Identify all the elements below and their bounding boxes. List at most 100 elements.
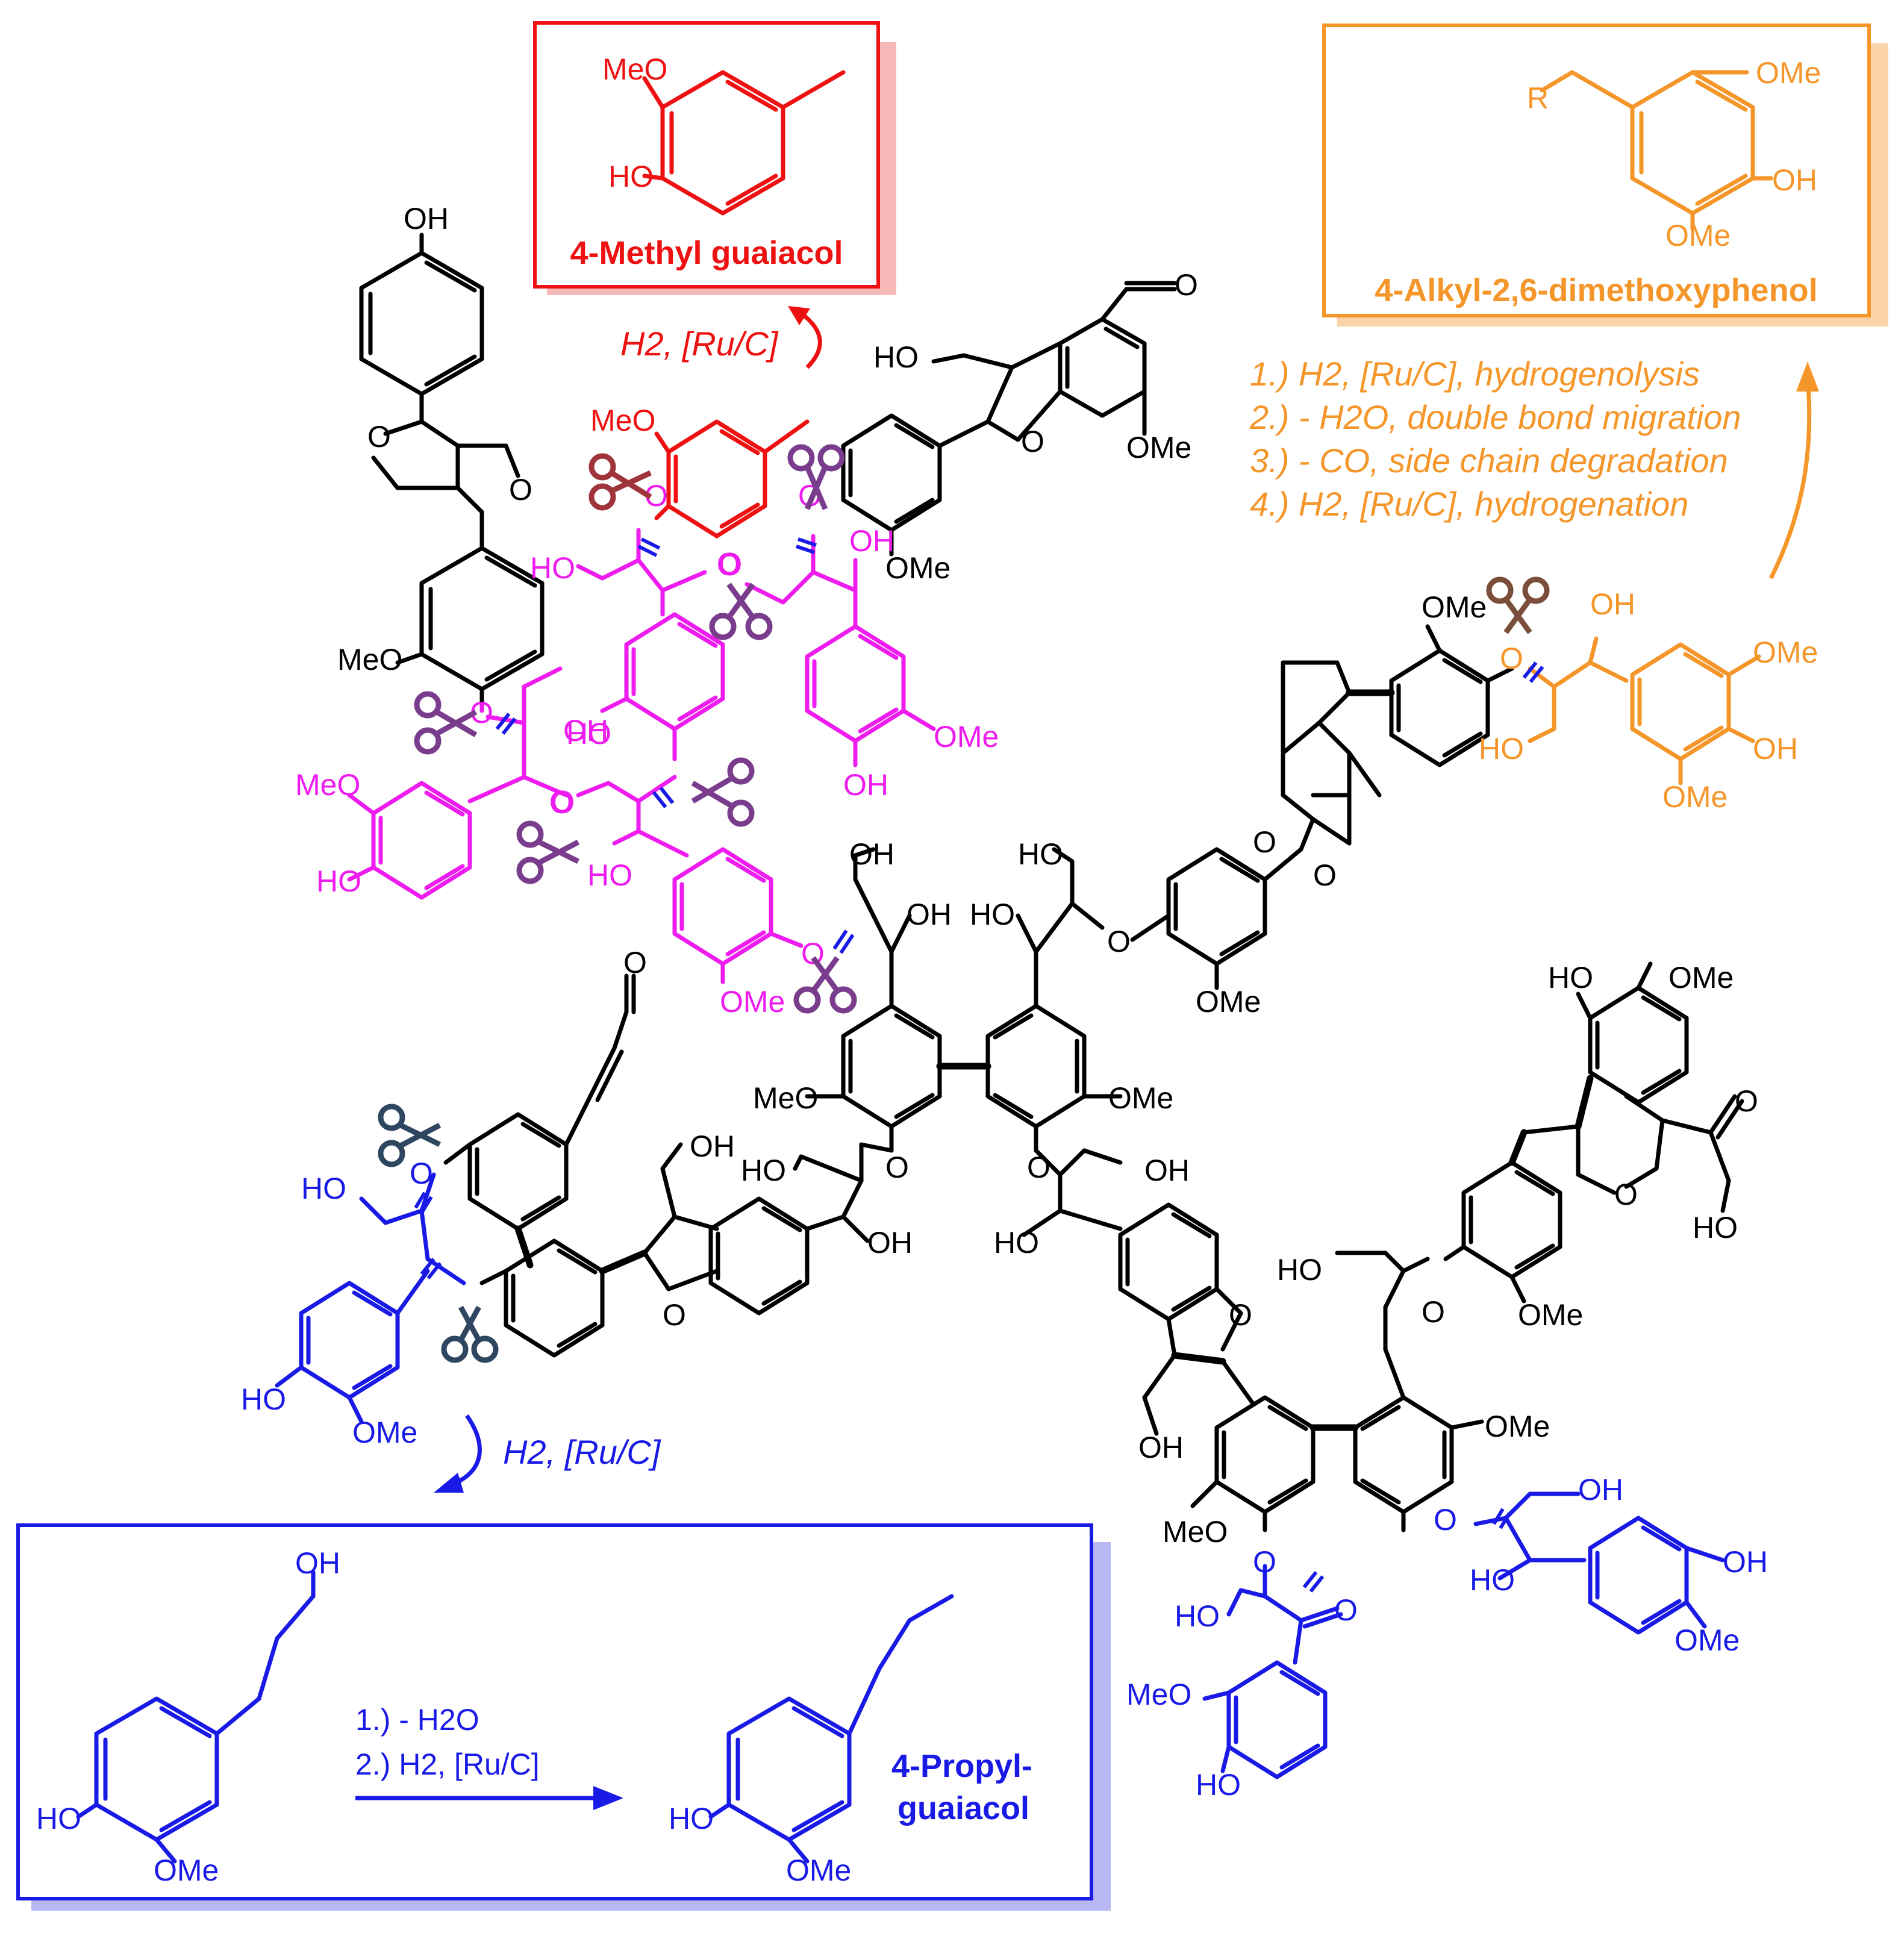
alkyl-oh-label: OH bbox=[1772, 163, 1817, 197]
propyl-ho-label: HO bbox=[669, 1802, 714, 1835]
lbl-o-r2: O bbox=[1253, 1545, 1276, 1579]
lbl-ome-r8: OMe bbox=[1675, 1623, 1740, 1657]
propyl-ome-label: OMe bbox=[786, 1853, 851, 1887]
lbl-o-o1: O bbox=[1500, 642, 1523, 675]
propyl-guaiacol-structure bbox=[708, 1594, 954, 1864]
propyl-conditions: H2, [Ru/C] bbox=[503, 1433, 661, 1471]
lbl-o-df2: O bbox=[1229, 1298, 1252, 1332]
lbl-ome-m3: OMe bbox=[934, 720, 999, 754]
alkyl-step-4: 4.) H2, [Ru/C], hydrogenation bbox=[1250, 485, 1688, 523]
lbl-oh-r6: OH bbox=[1578, 1473, 1623, 1507]
methyl-guaiacol-conditions: H2, [Ru/C] bbox=[620, 325, 779, 363]
lbl-ome-c1: OMe bbox=[1196, 985, 1261, 1019]
lbl-oh-top: OH bbox=[404, 202, 449, 236]
lbl-oh-c5: OH bbox=[867, 1226, 913, 1260]
propanol-ho-label: HO bbox=[36, 1802, 81, 1835]
methyl-guaiacol-ho-label: HO bbox=[608, 160, 654, 193]
lbl-o-m7: O bbox=[717, 546, 742, 582]
lbl-ho-c3: HO bbox=[741, 1154, 786, 1187]
blue-unit-labels: HO O HO OMe HO O O O OH HO OH OMe MeO HO bbox=[241, 1157, 1768, 1802]
lbl-oh-o2: OH bbox=[1753, 732, 1798, 766]
propanol-oh-label: OH bbox=[295, 1546, 340, 1580]
lbl-o-m6: O bbox=[549, 784, 575, 820]
lbl-oh-c4: OH bbox=[1144, 1154, 1190, 1187]
lbl-ho-r3: HO bbox=[1175, 1599, 1220, 1633]
lbl-ho-b1: HO bbox=[301, 1172, 346, 1205]
lignin-backbone-black bbox=[359, 233, 1744, 1532]
lbl-ome-o1: OMe bbox=[1422, 590, 1487, 624]
lbl-ho-r9: HO bbox=[1196, 1768, 1241, 1802]
lbl-ome-m6: OMe bbox=[720, 985, 785, 1019]
propanol-guaiacol-structure bbox=[76, 1570, 316, 1864]
methyl-guaiacol-box bbox=[533, 21, 896, 295]
lbl-ho-r2: HO bbox=[1548, 961, 1593, 995]
propyl-curved-arrow bbox=[434, 1414, 482, 1493]
lbl-oh-df2: OH bbox=[1138, 1431, 1184, 1464]
alkyl-dimethoxyphenol-title: 4-Alkyl-2,6-dimethoxyphenol bbox=[1375, 272, 1817, 308]
lbl-meo-c2: MeO bbox=[753, 1081, 818, 1115]
scissors-icon-2 bbox=[787, 444, 845, 510]
lbl-o-c1: O bbox=[1107, 925, 1131, 958]
lbl-ome-ald2: OMe bbox=[885, 551, 950, 585]
scissors-icon-5 bbox=[691, 757, 755, 827]
lbl-oh-c1: OH bbox=[849, 837, 894, 871]
lbl-o-r1: O bbox=[1434, 1503, 1457, 1537]
lbl-ome-r4: OMe bbox=[1485, 1410, 1550, 1443]
propyl-guaiacol-box bbox=[16, 1523, 1111, 1911]
lbl-meo-m5: MeO bbox=[295, 768, 360, 802]
lbl-ome-o2: OMe bbox=[1753, 635, 1818, 669]
lbl-oh-o1: OH bbox=[1590, 587, 1635, 621]
alkyl-dimethoxyphenol-structure bbox=[1540, 70, 1773, 231]
propyl-guaiacol-title-1: 4-Propyl- bbox=[891, 1748, 1032, 1784]
alkyl-step-2: 2.) - H2O, double bond migration bbox=[1249, 398, 1741, 436]
lbl-ome-r3: OMe bbox=[1518, 1298, 1583, 1332]
alkyl-step-1: 1.) H2, [Ru/C], hydrogenolysis bbox=[1250, 355, 1700, 393]
propyl-reaction-arrow bbox=[355, 1786, 623, 1810]
lbl-ome-c3: OMe bbox=[1108, 1081, 1173, 1115]
lbl-o-c3: O bbox=[1027, 1151, 1050, 1184]
alkyl-ome2-label: OMe bbox=[1665, 219, 1731, 252]
lbl-oh-c3: OH bbox=[690, 1129, 735, 1163]
lbl-o-b1: O bbox=[410, 1157, 433, 1190]
methyl-guaiacol-title: 4-Methyl guaiacol bbox=[570, 235, 843, 271]
lbl-oh-m4: OH bbox=[843, 768, 888, 802]
lbl-o-cinn: O bbox=[623, 946, 647, 979]
lbl-o-thf2: O bbox=[1313, 858, 1337, 892]
alkyl-step-3: 3.) - CO, side chain degradation bbox=[1250, 442, 1728, 479]
lbl-ome-r1: OMe bbox=[1668, 961, 1734, 995]
scissors-icon-8 bbox=[1486, 576, 1550, 634]
lbl-ho-o1: HO bbox=[1479, 732, 1524, 766]
alkyl-r-label: R bbox=[1527, 81, 1549, 115]
lbl-o-ald: O bbox=[1175, 268, 1198, 302]
lbl-ho-b2: HO bbox=[241, 1382, 286, 1416]
lignin-blue-units bbox=[275, 1172, 1725, 1779]
scissors-icon-9 bbox=[378, 1104, 442, 1167]
lignin-orange-unit bbox=[1528, 636, 1761, 785]
alkyl-arrow bbox=[1768, 361, 1819, 579]
propyl-guaiacol-title-2: guaiacol bbox=[897, 1790, 1029, 1826]
scissors-icon-4 bbox=[414, 691, 478, 755]
scissors-icon-3 bbox=[709, 582, 773, 640]
lbl-o-b: O bbox=[509, 473, 532, 507]
lignin-magenta bbox=[347, 419, 936, 984]
scissors-icon-7 bbox=[793, 956, 857, 1014]
lbl-ho-c2: HO bbox=[1018, 837, 1063, 871]
lbl-ho-r7: HO bbox=[1693, 1211, 1738, 1244]
lbl-meo-r9: MeO bbox=[1126, 1678, 1191, 1711]
lbl-ho-m3: HO bbox=[566, 717, 611, 751]
magenta-labels: MeO O O OH HO O OH HO OMe OH O MeO HO O … bbox=[295, 404, 999, 1019]
lbl-oh-m3: OH bbox=[563, 714, 608, 748]
lbl-ho-r8: HO bbox=[1470, 1563, 1515, 1597]
propyl-step-2: 2.) H2, [Ru/C] bbox=[355, 1747, 540, 1781]
lbl-o-thf1: O bbox=[1253, 825, 1276, 859]
alkyl-ome1-label: OMe bbox=[1756, 56, 1821, 90]
lbl-meo-a: MeO bbox=[337, 643, 402, 676]
lbl-o-r6: O bbox=[1614, 1178, 1638, 1211]
lbl-o-df: O bbox=[663, 1298, 686, 1332]
lbl-ome-b2: OMe bbox=[352, 1416, 417, 1449]
lbl-o-a: O bbox=[367, 420, 391, 454]
lbl-o-r7: O bbox=[1735, 1084, 1758, 1118]
methyl-guaiacol-structure bbox=[642, 70, 846, 216]
lbl-oh-c2: OH bbox=[907, 898, 952, 931]
